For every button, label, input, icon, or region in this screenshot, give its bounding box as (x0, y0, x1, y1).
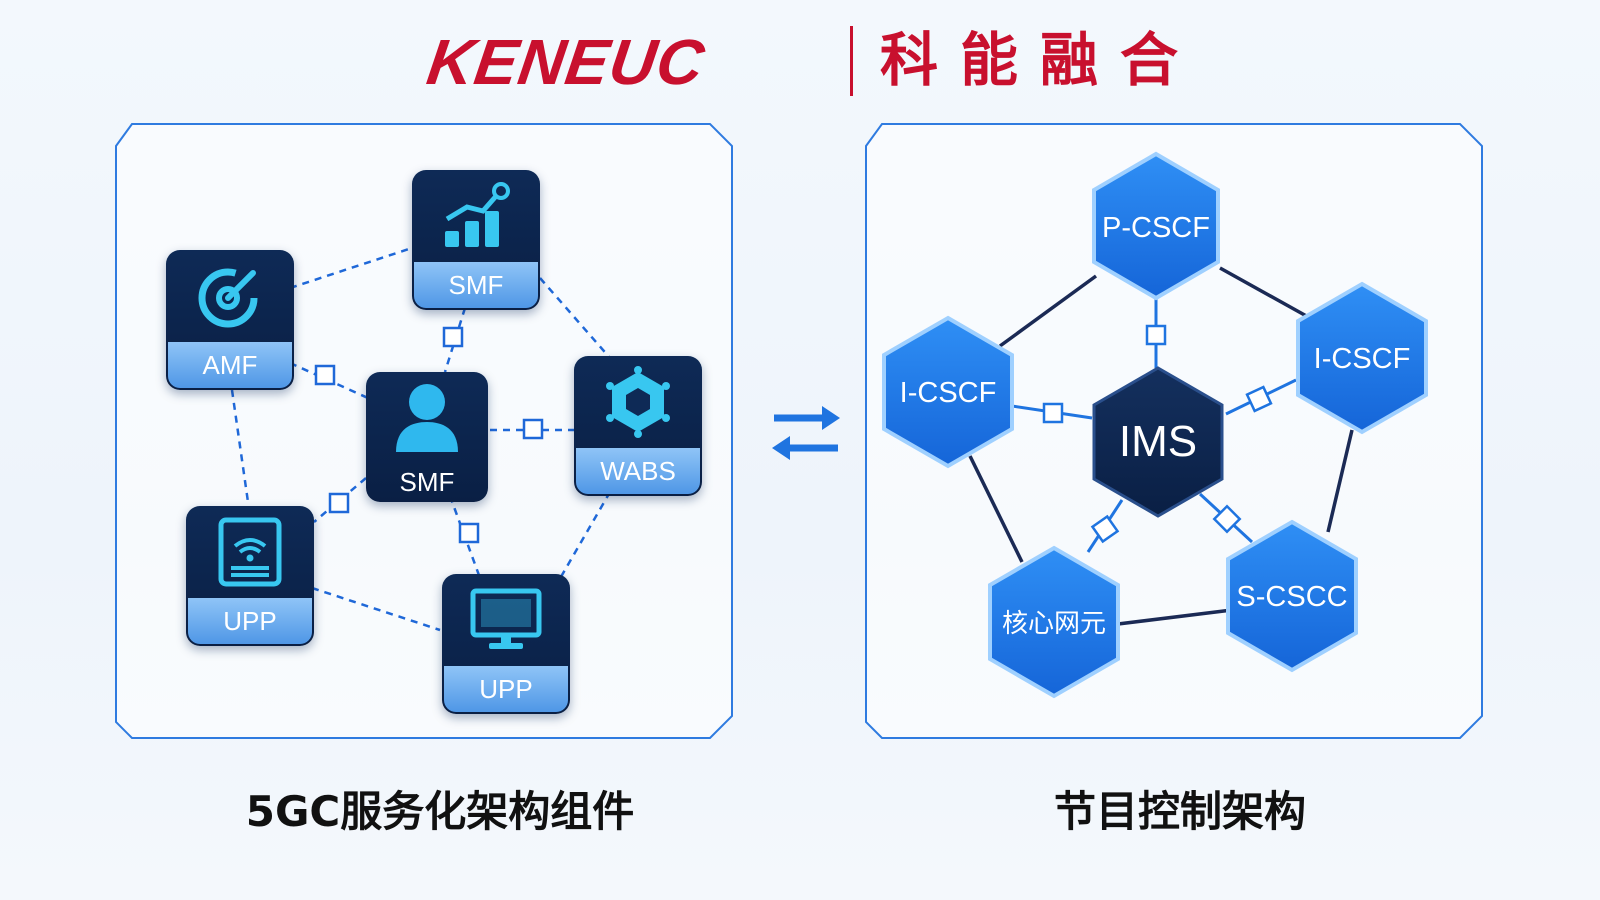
link-pcscf-icscf-left (998, 274, 1098, 348)
hex-icscf-right-label: I-CSCF (1314, 343, 1411, 375)
hex-scscc[interactable]: S-CSCC (1226, 519, 1358, 673)
spoke-connector (1042, 402, 1064, 424)
logo-divider (850, 26, 853, 96)
node-upp-left[interactable]: UPP (186, 506, 314, 646)
link-icscf-left-core (968, 455, 1024, 563)
link-amf-uppleft (230, 389, 250, 503)
node-smf-top[interactable]: SMF (412, 170, 540, 310)
link-connector (328, 492, 350, 514)
link-smftop-smfcenter (443, 307, 467, 373)
monitor-icon (442, 574, 570, 666)
hex-core-network-element[interactable]: 核心网元 (988, 545, 1120, 699)
hex-icscf-left[interactable]: I-CSCF (882, 315, 1014, 469)
link-connector (442, 326, 464, 348)
hex-ims-label: IMS (1119, 417, 1197, 466)
node-smf-center-label: SMF (399, 466, 455, 497)
spoke-connector (1090, 514, 1120, 544)
link-connector (314, 364, 336, 386)
hexagon-gear-icon (574, 356, 702, 448)
node-amf-label: AMF (168, 342, 292, 388)
link-amf-smftop (289, 246, 413, 290)
link-pcscf-icscf-right (1219, 266, 1311, 320)
spoke-connector (1145, 324, 1167, 346)
right-caption: 节目控制架构 (1053, 787, 1306, 836)
link-wabs-uppbottom (556, 491, 612, 583)
right-panel: P-CSCF I-CSCF I-CSCF 核心网元 S-CSCC IMS (865, 123, 1483, 739)
link-smftop-wabs (539, 277, 611, 359)
node-amf[interactable]: AMF (166, 250, 294, 390)
node-wabs[interactable]: WABS (574, 356, 702, 496)
user-icon (366, 372, 488, 462)
node-wabs-label: WABS (576, 448, 700, 494)
bar-chart-icon (412, 170, 540, 262)
node-smf-top-label: SMF (414, 262, 538, 308)
spoke-connector (1245, 385, 1273, 413)
link-smfcenter-uppleft (313, 477, 367, 523)
logo-chinese-name: 科能融合 (880, 26, 1201, 94)
node-smf-center[interactable]: SMF (366, 372, 488, 502)
logo-wordmark: KENEUC (422, 26, 710, 98)
link-connector (522, 418, 544, 440)
header: KENEUC 科能融合 (0, 22, 1600, 102)
hex-pcscf[interactable]: P-CSCF (1092, 151, 1220, 301)
hex-pcscf-label: P-CSCF (1102, 212, 1210, 244)
hex-icscf-right[interactable]: I-CSCF (1296, 281, 1428, 435)
node-upp-bottom[interactable]: UPP (442, 574, 570, 714)
exchange-arrows-icon (772, 406, 840, 460)
hex-scscc-label: S-CSCC (1236, 581, 1347, 613)
wifi-router-icon (186, 506, 314, 598)
hex-core-label: 核心网元 (1002, 609, 1106, 639)
target-icon (166, 250, 294, 342)
node-upp-left-label: UPP (188, 598, 312, 644)
node-upp-bottom-label: UPP (444, 666, 568, 712)
spoke-connector (1212, 504, 1242, 534)
left-caption: 5GC服务化架构组件 (245, 787, 635, 836)
link-uppleft-uppbottom (311, 586, 441, 632)
link-core-scscc (1117, 608, 1233, 626)
link-connector (458, 522, 480, 544)
hex-icscf-left-label: I-CSCF (900, 377, 997, 409)
link-icscf-right-scscc (1326, 429, 1354, 533)
hex-ims[interactable]: IMS (1092, 366, 1224, 518)
